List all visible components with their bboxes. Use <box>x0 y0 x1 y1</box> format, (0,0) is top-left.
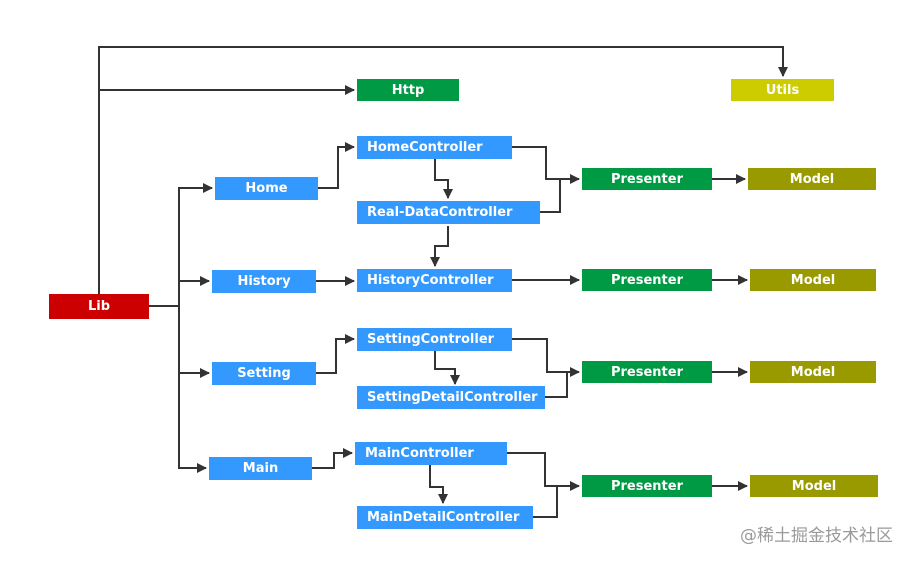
edge-realdata-historycontroller <box>430 226 449 267</box>
realdata-controller-node: Real-DataController <box>357 201 540 224</box>
model-node-history: Model <box>750 269 876 291</box>
edge-home-homecontroller <box>318 142 355 189</box>
setting-detail-controller-node: SettingDetailController <box>357 386 545 409</box>
edge-lib-home <box>178 183 213 306</box>
presenter-node-setting: Presenter <box>582 361 712 383</box>
history-controller-node: HistoryController <box>357 269 512 292</box>
edge-main-maincontroller <box>312 448 353 469</box>
edge-lib-main <box>178 306 207 473</box>
main-detail-controller-node: MainDetailController <box>357 506 533 529</box>
home-node: Home <box>215 177 318 200</box>
history-node: History <box>212 270 316 293</box>
presenter-node-main: Presenter <box>582 475 712 497</box>
edge-realdata-presenter <box>540 179 561 213</box>
edge-setting-settingcontroller <box>316 334 355 374</box>
edge-homecontroller-presenter <box>512 146 580 184</box>
edge-maincontroller-presenter <box>507 452 580 491</box>
setting-controller-node: SettingController <box>357 328 512 351</box>
http-node: Http <box>357 79 459 101</box>
setting-node: Setting <box>212 362 316 385</box>
watermark-text: @稀土掘金技术社区 <box>740 526 893 546</box>
utils-node: Utils <box>731 79 834 101</box>
main-node: Main <box>209 457 312 480</box>
edge-maindetail-presenter <box>533 486 558 518</box>
model-node-setting: Model <box>750 361 876 383</box>
edge-settingcontroller-presenter <box>512 338 580 377</box>
home-controller-node: HomeController <box>357 136 512 159</box>
edge-settingdetail-presenter <box>545 372 568 398</box>
presenter-node-home: Presenter <box>582 168 712 190</box>
edge-lib-history <box>178 276 210 306</box>
edge-maincontroller-detail <box>429 465 448 504</box>
edge-settingcontroller-detail <box>434 351 460 385</box>
edge-lib-utils <box>98 46 788 294</box>
lib-node: Lib <box>49 294 149 319</box>
edge-homecontroller-realdata <box>434 159 453 199</box>
presenter-node-history: Presenter <box>582 269 712 291</box>
model-node-home: Model <box>748 168 876 190</box>
main-controller-node: MainController <box>355 442 507 465</box>
edge-lib-setting <box>178 306 210 378</box>
model-node-main: Model <box>750 475 878 497</box>
